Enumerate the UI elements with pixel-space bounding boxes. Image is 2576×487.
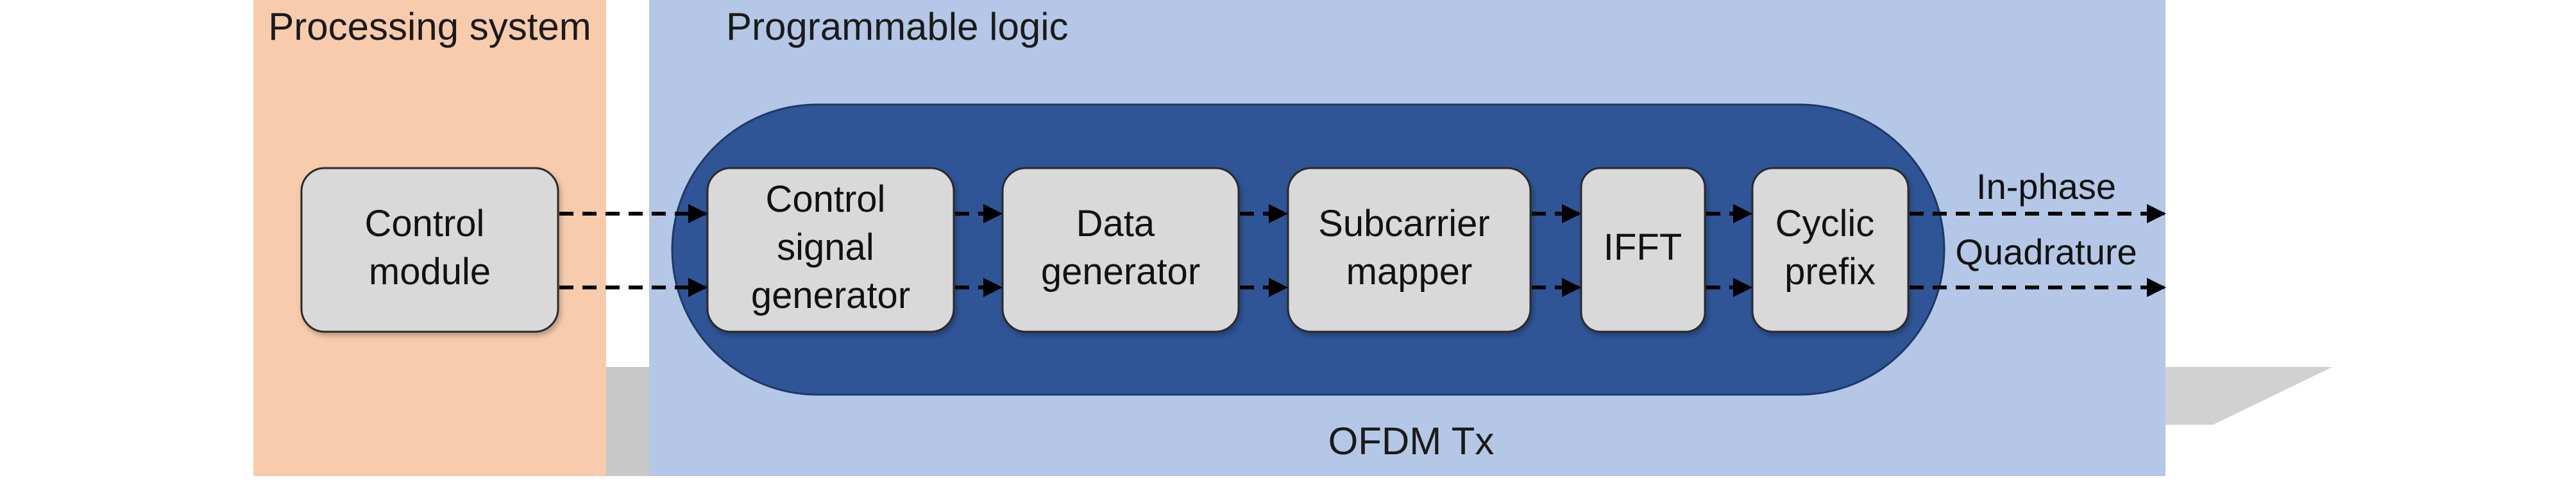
subcarrier-mapper-label: Subcarrier mapper (1318, 203, 1500, 293)
control-signal-generator-block: Control signal generator (706, 167, 955, 333)
cyclic-prefix-block: Cyclic prefix (1751, 167, 1910, 333)
ifft-label: IFFT (1604, 226, 1682, 268)
subcarrier-mapper-block: Subcarrier mapper (1287, 167, 1532, 333)
quadrature-label: Quadrature (1955, 232, 2137, 272)
processing-system-title: Processing system (268, 5, 591, 48)
cyclic-prefix-label: Cyclic prefix (1775, 203, 1885, 293)
control-module-label: Control module (364, 203, 495, 293)
pl-region-shadow (2165, 367, 2332, 425)
programmable-logic-title: Programmable logic (726, 5, 1069, 48)
control-signal-generator-label: Control signal generator (751, 178, 910, 316)
ofdm-tx-label: OFDM Tx (1328, 420, 1495, 463)
in-phase-label: In-phase (1976, 166, 2116, 207)
data-generator-block: Data generator (1001, 167, 1240, 333)
data-generator-label: Data generator (1041, 203, 1200, 293)
ifft-block: IFFT (1580, 167, 1706, 333)
signal-connectors (559, 204, 2166, 297)
control-module-block: Control module (300, 167, 559, 333)
